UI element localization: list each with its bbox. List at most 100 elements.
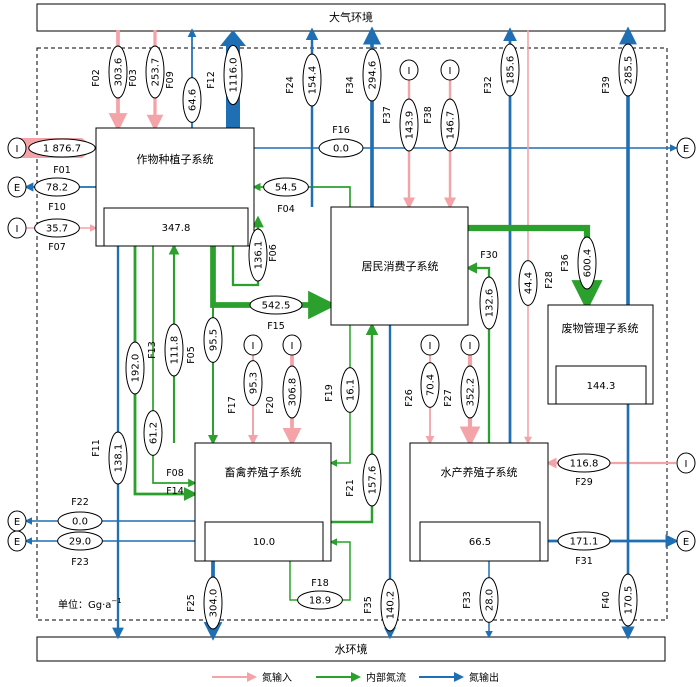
flow-f23-value-ellipse: [57, 531, 103, 551]
flow-f24-id: F24: [285, 76, 296, 94]
unit-exponent: −1: [111, 597, 121, 605]
flow-f30-value: 132.6: [485, 289, 496, 318]
flow-f33-value-ellipse: [479, 577, 499, 623]
flow-f28-value-ellipse: [518, 260, 538, 306]
flow-f21-value-ellipse: [362, 453, 382, 507]
flow-f24-value: 154.4: [308, 66, 319, 95]
flow-f38-value: 146.7: [446, 111, 457, 140]
flow-f14-line: [133, 246, 198, 501]
flow-f15-value: 542.5: [262, 301, 291, 312]
flow-f35-value: 140.2: [386, 591, 397, 620]
input-node-icon: [7, 137, 27, 159]
flow-f12-value: 1116.0: [229, 58, 240, 93]
water-env-box: [36, 636, 666, 662]
atmosphere-label: 大气环境: [329, 10, 373, 24]
flow-f13-id: F13: [147, 341, 158, 359]
flow-f21-line: [331, 322, 379, 524]
crop-subsystem: 作物种植子系统 347.8: [95, 127, 255, 247]
export-node-icon: [676, 530, 696, 552]
input-node-label: I: [449, 66, 452, 77]
flow-f30-line: [465, 262, 491, 443]
input-node-icon: [676, 452, 696, 474]
flow-f32-id: F32: [483, 76, 494, 94]
flow-f25-value-ellipse: [203, 576, 223, 630]
flow-f28-id: F28: [544, 271, 555, 289]
input-node-icon: [420, 334, 440, 356]
input-node-icon: [282, 334, 302, 356]
input-node-icon: [243, 334, 263, 356]
input-node-icon: [399, 59, 419, 81]
flow-f02-id: F02: [91, 69, 102, 87]
flow-f06-value: 136.1: [254, 241, 265, 270]
flow-f22-value-ellipse: [57, 511, 103, 531]
livestock-subsystem-name: 畜禽养殖子系统: [225, 465, 302, 479]
flow-f12-id: F12: [206, 71, 217, 89]
flow-f18-value-ellipse: [297, 590, 343, 610]
input-node-label: I: [252, 341, 255, 352]
flow-f32-value: 185.6: [506, 56, 517, 85]
flow-f20-value-ellipse: [282, 365, 302, 419]
resident-subsystem-name: 居民消费子系统: [362, 259, 439, 273]
export-node-label: E: [14, 517, 20, 528]
flow-f19-value-ellipse: [340, 367, 360, 413]
flow-f18-value: 18.9: [309, 596, 331, 607]
flow-f08-line: [152, 246, 197, 488]
water-label: 水环境: [335, 642, 368, 656]
flow-f14-value: 192.0: [131, 354, 142, 383]
flow-f28-value: 44.4: [524, 272, 535, 294]
flow-f29-value-ellipse: [557, 453, 611, 473]
unit-text: 单位：Gg·a: [58, 598, 111, 611]
flow-f31-value: 171.1: [570, 537, 599, 548]
flow-f16-id: F16: [332, 125, 350, 136]
flow-f08-id: F08: [166, 468, 184, 479]
flow-f07-value: 35.7: [46, 224, 68, 235]
legend-output: 氮输出: [469, 671, 499, 684]
flow-f34-value-ellipse: [362, 48, 382, 102]
flow-f39-id: F39: [601, 76, 612, 94]
flow-f14-id: F14: [166, 486, 184, 497]
flow-f35-value-ellipse: [380, 578, 400, 632]
flow-f34-id: F34: [345, 76, 356, 94]
export-node-icon: [7, 176, 27, 198]
flow-f24-value-ellipse: [302, 53, 322, 107]
flow-f01-id: F01: [53, 165, 71, 176]
flow-f26-id: F26: [404, 389, 415, 407]
flow-f05-value: 95.5: [209, 329, 220, 351]
flow-f39-value: 285.5: [624, 56, 635, 85]
flow-f37-value-ellipse: [399, 98, 419, 152]
input-node-label: I: [685, 459, 688, 470]
flow-f31-value-ellipse: [557, 531, 611, 551]
flow-f04-value: 54.5: [275, 183, 297, 194]
flow-f17-value-ellipse: [243, 360, 263, 406]
flow-f09-value-ellipse: [182, 77, 202, 123]
export-node-icon: [676, 137, 696, 159]
legend: 氮输入 内部氮流 氮输出: [212, 671, 499, 684]
flow-f11-value: 138.1: [114, 444, 125, 473]
flow-f03-id: F03: [128, 69, 139, 87]
flow-f15-value-ellipse: [249, 295, 303, 315]
input-node-label: I: [291, 341, 294, 352]
input-node-label: I: [16, 144, 19, 155]
flow-f08-value: 61.2: [149, 422, 160, 444]
flow-f03-value-ellipse: [145, 45, 165, 99]
flow-f39-value-ellipse: [618, 43, 638, 97]
export-node-label: E: [14, 183, 20, 194]
flow-f16-value-ellipse: [318, 138, 364, 158]
flow-f22-value: 0.0: [72, 517, 88, 528]
flow-f36-value-ellipse: [577, 236, 597, 290]
input-node-icon: [460, 334, 480, 356]
flow-f27-id: F27: [443, 389, 454, 407]
flow-f35-id: F35: [363, 596, 374, 614]
flow-f05-id: F05: [186, 346, 197, 364]
flow-f08-value-ellipse: [143, 410, 163, 456]
flow-f16-value: 0.0: [333, 144, 349, 155]
input-node-icon: [7, 217, 27, 239]
flow-f06-value-ellipse: [248, 228, 268, 282]
flow-f09-id: F09: [165, 71, 176, 89]
flow-f34-value: 294.6: [368, 61, 379, 90]
flow-f36-id: F36: [560, 254, 571, 272]
flow-f06-id: F06: [268, 244, 279, 262]
flow-f10-value-ellipse: [34, 177, 80, 197]
aquaculture-stock-value: 66.5: [469, 537, 491, 548]
